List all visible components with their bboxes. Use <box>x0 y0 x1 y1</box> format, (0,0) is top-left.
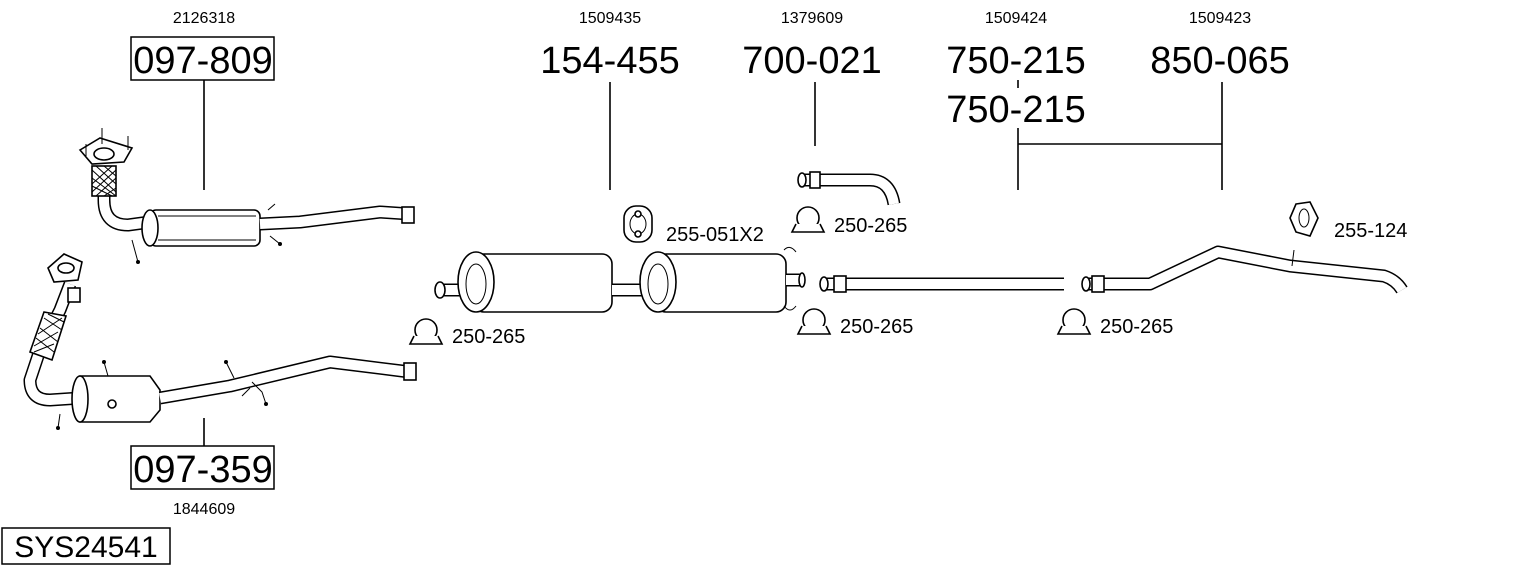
part-number-750-215-a: 750-215 <box>946 40 1085 82</box>
hanger-255-051x2[interactable]: 255-051X2 <box>623 205 764 246</box>
ref-1509424: 1509424 <box>985 10 1047 27</box>
rubber-hanger-icon <box>1289 201 1319 237</box>
clamp-label: 250-265 <box>840 316 913 338</box>
clamp-250-265-2[interactable]: 250-265 <box>790 206 907 237</box>
flex-section <box>28 311 68 362</box>
ref-1509423: 1509423 <box>1189 10 1251 27</box>
clamp-250-265-4[interactable]: 250-265 <box>1056 308 1173 338</box>
u-bolt-clamp-icon <box>408 318 444 345</box>
clamp-label: 250-265 <box>1100 316 1173 338</box>
part-number-850-065: 850-065 <box>1150 40 1289 82</box>
rubber-hanger-icon <box>623 205 653 243</box>
flange-icon <box>47 253 83 283</box>
part-750-215-intermediate-pipe[interactable]: 1509424 750-215 750-215 <box>819 10 1086 293</box>
hanger-255-124[interactable]: 255-124 <box>1289 201 1407 242</box>
part-number-box <box>130 445 275 490</box>
clamp-250-265-3[interactable]: 250-265 <box>796 308 913 338</box>
part-number-750-215-b: 750-215 <box>946 89 1085 131</box>
system-id-label: SYS24541 <box>14 531 157 564</box>
u-bolt-clamp-icon <box>796 308 832 335</box>
catalyst-body <box>79 375 161 423</box>
clamp-label: 250-265 <box>834 215 907 237</box>
system-id-box <box>1 527 171 565</box>
catalyst-body <box>149 209 261 247</box>
part-097-359-catalyst-pipe[interactable]: 097-359 1844609 <box>23 253 417 518</box>
part-number-097-809: 097-809 <box>133 40 272 82</box>
part-number-097-359: 097-359 <box>133 449 272 491</box>
flange-icon <box>78 128 134 165</box>
part-number-154-455: 154-455 <box>540 40 679 82</box>
part-700-021-bend-pipe[interactable]: 1379609 700-021 <box>742 10 901 206</box>
part-850-065-rear-pipe[interactable]: 1509423 850-065 <box>1081 10 1408 294</box>
ref-1379609: 1379609 <box>781 10 843 27</box>
part-097-809-front-catalyst[interactable]: 2126318 097-809 <box>78 10 415 264</box>
ref-1844609: 1844609 <box>173 501 235 518</box>
ref-1509435: 1509435 <box>579 10 641 27</box>
clamp-250-265-1[interactable]: 250-265 <box>408 318 525 348</box>
u-bolt-clamp-icon <box>1056 308 1092 335</box>
part-154-455-centre-muffler[interactable]: 1509435 154-455 <box>434 10 806 313</box>
part-number-700-021: 700-021 <box>742 40 881 82</box>
hanger-label: 255-124 <box>1334 220 1407 242</box>
u-bolt-clamp-icon <box>790 206 826 233</box>
ref-2126318: 2126318 <box>173 10 235 27</box>
hanger-label: 255-051X2 <box>666 224 764 246</box>
system-id: SYS24541 <box>1 527 171 565</box>
part-number-box <box>130 36 275 81</box>
clamp-label: 250-265 <box>452 326 525 348</box>
